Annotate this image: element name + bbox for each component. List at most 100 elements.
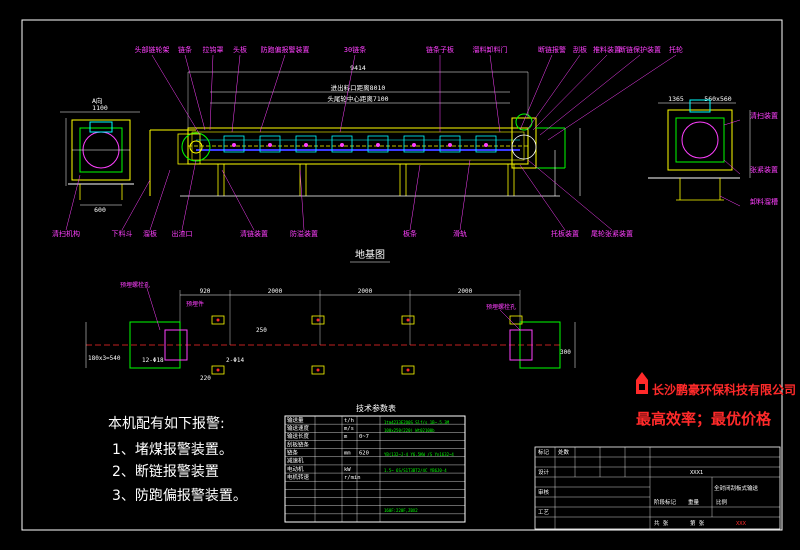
right-outlet-dim: 560x560 [704, 95, 731, 103]
tech-table-cell: r/min [344, 475, 361, 481]
side-view: 9414 进出料口距离8010 头尾轮中心距离7100 头部链轮架 链条 拉钩罩… [112, 45, 684, 238]
svg-text:1tm4233E2Q0S Slf/s 1B~.5.3M: 1tm4233E2Q0S Slf/s 1B~.5.3M [384, 420, 450, 425]
bottom-label-3: 出渣口 [172, 229, 193, 238]
right-width-dim: 1365 [668, 95, 684, 103]
svg-text:比例: 比例 [716, 498, 728, 506]
tech-table-cell: m [344, 434, 348, 440]
right-end-view: 1365 560x560 清扫装置 张紧装置 卸料溜槽 [648, 95, 778, 207]
top-label-7: 链条子板 [426, 45, 454, 54]
svg-text:共 张: 共 张 [654, 519, 669, 527]
left-end-view: A向 1100 600 清扫机构 [52, 96, 140, 238]
tech-table-cell: 620 [359, 450, 369, 456]
tech-table-cell: 输送长度 [287, 432, 310, 440]
bottom-label-6: 板条 [403, 229, 417, 238]
bottom-label-1: 下料斗 [112, 229, 133, 238]
title-block-code: XXX1 [690, 470, 703, 476]
alarm-item-1: 1、堵煤报警装置。 [112, 442, 233, 458]
alarm-notes: 本机配有如下报警: 1、堵煤报警装置。 2、断链报警装置 3、防跑偏报警装置。 [108, 416, 247, 504]
foundation-dim-4: 2000 [458, 288, 473, 295]
top-label-2: 链条 [178, 45, 192, 54]
foundation-dim-8: 300 [560, 349, 571, 356]
svg-text:160F:220F,Z0X2: 160F:220F,Z0X2 [384, 508, 418, 513]
foundation-plan: 地基图 920 2000 2000 2000 [85, 248, 576, 382]
right-label-1: 清扫装置 [750, 111, 778, 120]
bottom-label-7: 滑轨 [453, 229, 467, 238]
tech-table-cell: 减速机 [287, 457, 304, 465]
tech-table-cell: m/s [344, 426, 354, 432]
inlet-outlet-dim: 进出料口距离8010 [331, 83, 386, 92]
tech-table-cell: t/h [344, 418, 354, 424]
bottom-label-9: 尾轮张紧装置 [591, 229, 633, 238]
left-label-1: 清扫机构 [52, 229, 80, 238]
top-label-11: 推料装置 [593, 45, 621, 54]
top-label-4: 头板 [233, 45, 247, 54]
top-label-12: 断链保护装置 [619, 45, 661, 54]
tech-table-cell: 0~7 [359, 434, 369, 440]
foundation-title: 地基图 [355, 248, 385, 261]
tech-table-cell: 刮板链条 [287, 440, 310, 448]
a-view-label: A向 [92, 96, 102, 105]
top-label-9: 断链报警 [538, 45, 566, 54]
wheel-centre-dim: 头尾轮中心距离7100 [327, 94, 388, 103]
svg-text:第 张: 第 张 [690, 519, 705, 527]
foundation-dim-6: 12-Φ18 [142, 357, 164, 364]
svg-text:阶段标记: 阶段标记 [654, 498, 677, 506]
svg-text:1.5~ 6S/S1T3BT2/4C YB6J0-4: 1.5~ 6S/S1T3BT2/4C YB6J0-4 [384, 468, 447, 473]
svg-text:设计: 设计 [538, 468, 550, 476]
foundation-dim-2: 2000 [268, 288, 283, 295]
title-block: 标记 处数 设计 审核 工艺 阶段标记 重量 比例 共 张 第 张 XXX1 全… [534, 446, 781, 530]
top-label-10: 刮板 [573, 45, 587, 54]
company-brand: 长沙鹏豪环保科技有限公司 最高效率；最优价格 [636, 372, 796, 428]
tech-table-cell: 输送量 [287, 416, 304, 424]
left-width-dim: 1100 [92, 104, 108, 112]
top-label-13: 托轮 [669, 45, 683, 54]
svg-text:标记: 标记 [538, 448, 550, 456]
top-label-8: 溜料卸料门 [473, 45, 508, 54]
top-label-1: 头部链轮架 [135, 45, 170, 54]
bottom-label-2: 溜板 [143, 229, 157, 238]
right-label-2: 张紧装置 [750, 165, 778, 174]
foundation-dim-10: 220 [200, 375, 211, 382]
tech-table-title: 技术参数表 [356, 403, 396, 413]
bottom-label-8: 托板装置 [551, 229, 579, 238]
svg-text:审核: 审核 [538, 488, 550, 496]
foundation-label-3: 预埋螺栓孔 [486, 303, 516, 311]
company-logo-icon [636, 372, 648, 394]
foundation-label-2: 预埋件 [186, 300, 204, 308]
bottom-label-5: 防溢装置 [290, 229, 318, 238]
alarm-item-2: 2、断链报警装置 [112, 464, 219, 480]
foundation-dim-3: 2000 [358, 288, 373, 295]
alarm-heading: 本机配有如下报警: [108, 416, 225, 432]
tech-table-cell: 链条 [287, 448, 299, 456]
tech-table-cell: 电机转速 [287, 473, 310, 481]
title-block-doc-no: XXX [736, 521, 747, 527]
foundation-dim-1: 920 [200, 288, 211, 295]
top-label-5: 防跑偏报警装置 [261, 45, 310, 54]
svg-text:处数: 处数 [558, 448, 570, 456]
svg-text:100x250(220) Wt02100b: 100x250(220) Wt02100b [384, 428, 435, 433]
overall-length-dim: 9414 [350, 64, 366, 72]
svg-text:重量: 重量 [688, 498, 700, 506]
svg-text:工艺: 工艺 [538, 509, 550, 516]
bottom-label-4: 清链装置 [240, 229, 268, 238]
drawing-frame [21, 19, 783, 531]
top-label-6: 30链条 [344, 45, 366, 54]
tech-table-cell: mm [344, 450, 351, 456]
foundation-dim-5: 180x3=540 [88, 355, 121, 362]
company-name: 长沙鹏豪环保科技有限公司 [652, 382, 796, 397]
foundation-label-1: 预埋螺栓孔 [120, 281, 150, 289]
left-base-dim: 600 [94, 206, 106, 214]
foundation-dim-7: 2-Φ14 [226, 357, 244, 364]
alarm-item-3: 3、防跑偏报警装置。 [112, 488, 247, 504]
foundation-dim-9: 250 [256, 327, 267, 334]
top-label-3: 拉钩罩 [203, 45, 224, 54]
company-slogan: 最高效率；最优价格 [636, 410, 772, 428]
tech-table-cell: kW [344, 467, 351, 473]
tech-table-cell: 电动机 [287, 465, 304, 473]
svg-text:YB(132~J-4 Y6.5KW /S Yn1632~4: YB(132~J-4 Y6.5KW /S Yn1632~4 [384, 452, 454, 457]
right-label-3: 卸料溜槽 [750, 197, 778, 206]
title-block-product: 全封闭刮板式输送 [714, 484, 759, 492]
tech-table-cell: 输送速度 [287, 424, 310, 432]
tech-parameter-table: 技术参数表 1tm4233E2Q0S Slf/s 1B~.5.3M 100x25… [284, 403, 466, 523]
